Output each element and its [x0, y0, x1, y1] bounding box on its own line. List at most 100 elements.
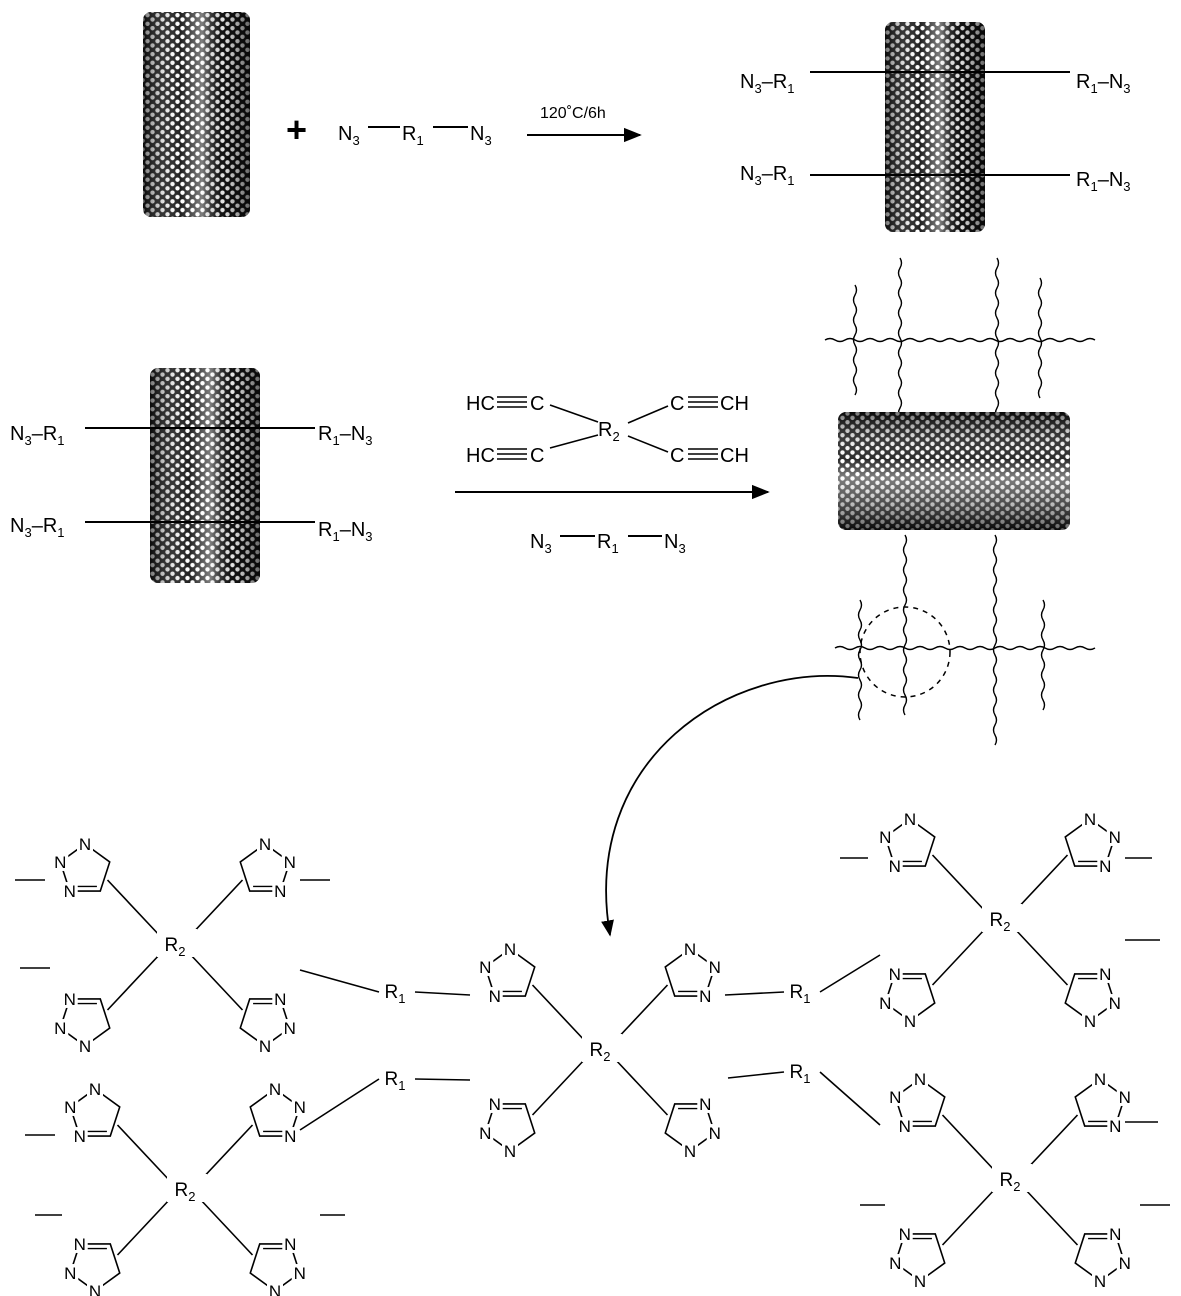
crosslinked-network	[824, 257, 1096, 746]
triazole-ring: NNN	[664, 940, 723, 1006]
svg-text:N: N	[1109, 1117, 1121, 1136]
svg-text:N: N	[889, 857, 901, 876]
svg-text:N: N	[79, 1037, 91, 1056]
azide-labels-row2: N3–R1 R1–N3 N3–R1 R1–N3	[10, 423, 373, 544]
svg-text:N: N	[504, 1142, 516, 1161]
svg-text:N: N	[294, 1264, 306, 1283]
r1-linker-lower-left: R1	[385, 1069, 406, 1093]
svg-text:R1–N3: R1–N3	[1076, 71, 1131, 96]
svg-text:N: N	[1109, 1225, 1121, 1244]
svg-text:N: N	[899, 1225, 911, 1244]
reaction-condition: 120˚C/6h	[540, 105, 606, 122]
r2-hub-center: R2	[590, 1040, 611, 1064]
svg-text:N3–R1: N3–R1	[740, 163, 795, 188]
nanotube-pristine	[143, 12, 250, 217]
svg-text:N: N	[889, 965, 901, 984]
svg-text:N: N	[684, 1142, 696, 1161]
svg-text:N: N	[1109, 828, 1121, 847]
triazole-ring: NNN	[62, 1080, 121, 1146]
triazole-ring: NNN	[887, 1070, 946, 1136]
svg-text:N: N	[64, 990, 76, 1009]
r2-hub-top-left: R2	[165, 935, 186, 959]
r1-bond	[819, 1071, 881, 1126]
triazole-ring: NNN	[249, 1234, 308, 1296]
r1-bond	[299, 1078, 380, 1131]
svg-text:R1–N3: R1–N3	[318, 519, 373, 544]
nanotube-azide-functionalized	[810, 22, 1070, 232]
r2-triazole-bond	[198, 1124, 254, 1183]
tetra-alkyne-reagent: HC C HC C R2 C CH C CH	[466, 393, 749, 467]
triazole-ring: NNN	[62, 1234, 121, 1296]
svg-text:HC: HC	[466, 445, 495, 467]
r1-bond	[819, 954, 881, 993]
svg-text:N: N	[1094, 1272, 1106, 1291]
plus-sign: +	[286, 109, 307, 150]
triazole-ring: NNN	[239, 989, 298, 1056]
svg-text:N: N	[54, 1019, 66, 1038]
r1-bond	[414, 991, 471, 996]
svg-text:N: N	[684, 940, 696, 959]
diazide-reagent-2: N3 R1 N3	[530, 531, 686, 556]
svg-text:N: N	[1099, 857, 1111, 876]
svg-text:C: C	[670, 393, 684, 415]
r2-triazole-bond	[116, 1197, 172, 1256]
svg-text:N: N	[914, 1070, 926, 1089]
svg-text:N: N	[879, 994, 891, 1013]
svg-text:N: N	[1099, 965, 1111, 984]
svg-text:N: N	[284, 853, 296, 872]
r2-hub-bottom-left: R2	[175, 1180, 196, 1204]
r1-bond	[727, 1071, 785, 1079]
svg-text:C: C	[530, 393, 544, 415]
r1-linker-upper-left: R1	[385, 982, 406, 1006]
svg-text:N: N	[709, 1124, 721, 1143]
r2-hub-bottom-right: R2	[1000, 1170, 1021, 1194]
svg-text:N: N	[504, 940, 516, 959]
svg-text:N: N	[889, 1088, 901, 1107]
r1-linker-upper-right: R1	[790, 982, 811, 1006]
svg-text:R1–N3: R1–N3	[318, 423, 373, 448]
svg-text:N3–R1: N3–R1	[10, 423, 65, 448]
svg-text:N: N	[89, 1282, 101, 1296]
svg-text:N: N	[489, 1095, 501, 1114]
svg-text:N: N	[74, 1235, 86, 1254]
svg-text:N: N	[64, 882, 76, 901]
svg-text:N: N	[274, 990, 286, 1009]
triazole-ring: NNN	[664, 1094, 723, 1161]
r2-triazole-bond	[931, 927, 987, 986]
curved-magnify-arrow	[601, 675, 859, 937]
triazole-ring: NNN	[1074, 1224, 1133, 1291]
r2-triazole-bond	[531, 1057, 587, 1116]
r1-bond	[724, 991, 785, 996]
r1-linker-lower-right: R1	[790, 1062, 811, 1086]
triazole-ring: NNN	[877, 964, 936, 1031]
r2-triazole-bond	[1023, 1114, 1079, 1173]
triazole-ring: NNN	[877, 810, 936, 876]
svg-text:N: N	[1119, 1088, 1131, 1107]
r2-hub-top-right: R2	[990, 910, 1011, 934]
svg-text:N: N	[74, 1127, 86, 1146]
triazole-ring: NNN	[477, 940, 536, 1006]
triazole-ring: NNN	[52, 989, 111, 1056]
svg-text:N3: N3	[338, 123, 360, 148]
svg-text:N: N	[259, 1037, 271, 1056]
r2-triazole-bond	[116, 1124, 172, 1183]
svg-text:N: N	[1119, 1254, 1131, 1273]
azide-labels-top: N3–R1 R1–N3 N3–R1 R1–N3	[740, 71, 1131, 194]
svg-text:N3: N3	[664, 531, 686, 556]
svg-text:N: N	[284, 1019, 296, 1038]
r2-triazole-bond	[106, 952, 162, 1011]
svg-text:N: N	[294, 1098, 306, 1117]
r2-triazole-bond	[1013, 927, 1069, 986]
svg-text:N: N	[89, 1080, 101, 1099]
triazole-ring: NNN	[1064, 810, 1123, 876]
r2-triazole-bond	[198, 1197, 254, 1256]
triazole-ring: NNN	[887, 1224, 946, 1291]
svg-text:N3: N3	[470, 123, 492, 148]
svg-text:N3–R1: N3–R1	[740, 71, 795, 96]
svg-text:N: N	[64, 1098, 76, 1117]
diazide-reagent-1: N3 R1 N3	[338, 123, 492, 148]
r2-triazole-bond	[531, 984, 587, 1043]
svg-text:N: N	[879, 828, 891, 847]
svg-text:N: N	[699, 987, 711, 1006]
